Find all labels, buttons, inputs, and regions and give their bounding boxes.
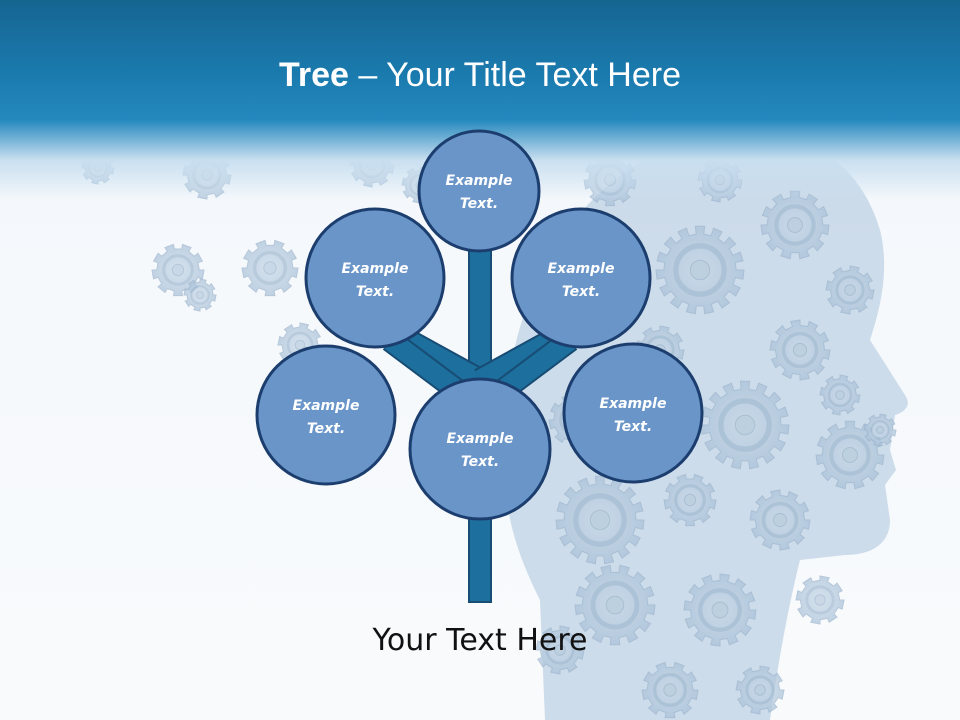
tree-node-top: Example Text. [417, 129, 541, 253]
tree-node-lower-left: Example Text. [255, 344, 397, 486]
title-bold-word: Tree [279, 56, 349, 94]
node-lower-left-line1: Example [293, 398, 360, 414]
gear-icon [555, 475, 645, 565]
gear-icon [769, 319, 831, 381]
tree-node-upper-right: Example Text. [510, 207, 652, 349]
node-lower-left-line2: Text. [307, 421, 345, 437]
gear-icon [655, 225, 745, 315]
node-upper-right-line1: Example [548, 261, 615, 277]
tree-node-lower-right: Example Text. [562, 342, 704, 484]
gear-icon [574, 564, 656, 646]
node-lower-right-line1: Example [600, 396, 667, 412]
gear-icon [663, 473, 717, 527]
node-top-line1: Example [446, 173, 513, 189]
node-center-line1: Example [447, 431, 514, 447]
tree-node-center: Example Text. [408, 377, 552, 521]
node-top-line2: Text. [460, 196, 498, 212]
gear-icon [735, 665, 785, 715]
gear-icon [863, 413, 897, 447]
gear-icon [683, 573, 757, 647]
gear-icon [641, 661, 699, 719]
node-center-line2: Text. [461, 454, 499, 470]
gear-icon [795, 575, 845, 625]
gear-icon [700, 380, 790, 470]
title-separator: – [348, 56, 387, 94]
node-upper-left-line2: Text. [356, 284, 394, 300]
caption-text: Your Text Here [372, 623, 588, 658]
title-text: Your Title Text Here [386, 56, 681, 94]
gear-icon [825, 265, 875, 315]
gear-icon [749, 489, 811, 551]
gear-icon [819, 374, 861, 416]
gear-icon [241, 239, 299, 297]
tree-node-upper-left: Example Text. [304, 207, 446, 349]
slide-title: Tree – Your Title Text Here [0, 52, 960, 98]
gear-icon [535, 625, 585, 675]
node-upper-left-line1: Example [342, 261, 409, 277]
node-upper-right-line2: Text. [562, 284, 600, 300]
node-lower-right-line2: Text. [614, 419, 652, 435]
gear-icon [183, 278, 217, 312]
